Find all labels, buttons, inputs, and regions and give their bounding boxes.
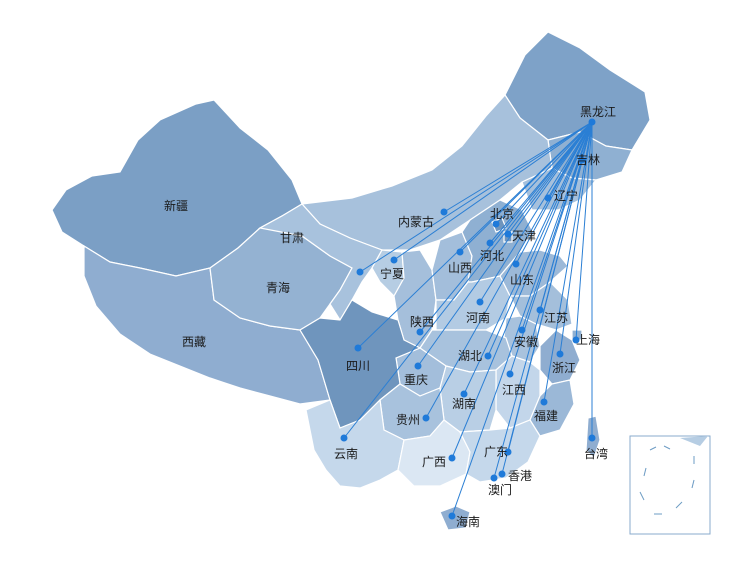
label-xizang: 西藏 [182,335,206,349]
label-origin: 黑龙江 [580,105,616,119]
flow-line-shaanxi [419,121,593,333]
marker-jiangsu[interactable] [536,306,544,314]
marker-shanxi[interactable] [456,248,464,256]
flow-line-hubei [487,121,593,357]
marker-origin[interactable] [588,118,596,126]
marker-tianjin[interactable] [504,230,512,238]
label-jiangxi: 江西 [502,383,526,397]
marker-hebei[interactable] [486,239,494,247]
label-shanghai: 上海 [576,332,600,347]
marker-taiwan[interactable] [588,434,596,442]
label-xinjiang: 新疆 [164,198,188,213]
label-anhui: 安徽 [514,334,538,349]
marker-henan[interactable] [476,298,484,306]
label-shandong: 山东 [510,273,534,287]
marker-sichuan[interactable] [354,344,362,352]
marker-shaanxi[interactable] [416,328,424,336]
label-ningxia: 宁夏 [380,266,404,281]
flow-line-fujian [543,121,593,403]
marker-guangdong[interactable] [504,448,512,456]
label-yunnan: 云南 [334,446,358,461]
label-xianggang: 香港 [508,469,532,483]
flow-line-shandong [515,121,593,265]
flow-line-yunnan [343,121,593,439]
label-jilin: 吉林 [576,153,600,167]
marker-shanghai[interactable] [572,336,580,344]
marker-gansu[interactable] [356,268,364,276]
label-hebei: 河北 [480,249,504,263]
flow-line-beijing [495,121,593,225]
label-qinghai: 青海 [266,280,290,295]
province-fujian[interactable] [529,379,575,437]
label-aomen: 澳门 [488,482,512,497]
flow-line-guizhou [425,121,593,419]
marker-jilin[interactable] [578,156,586,164]
label-shaanxi: 陕西 [410,314,434,329]
marker-hubei[interactable] [484,352,492,360]
marker-aomen[interactable] [490,474,498,482]
marker-xianggang[interactable] [498,470,506,478]
marker-guangxi[interactable] [448,454,456,462]
label-fujian: 福建 [534,408,558,423]
marker-neimenggu[interactable] [440,208,448,216]
label-chongqing: 重庆 [404,373,428,387]
flow-line-neimenggu [443,121,593,213]
flow-line-henan [479,121,593,303]
label-henan: 河南 [466,310,490,325]
label-hubei: 湖北 [458,348,482,363]
marker-ningxia[interactable] [390,256,398,264]
flow-line-ningxia [393,121,593,261]
flow-line-aomen [493,121,593,479]
label-zhejiang: 浙江 [552,361,576,375]
marker-liaoning[interactable] [544,194,552,202]
label-shanxi: 山西 [448,261,472,275]
label-hainan: 海南 [456,514,480,529]
flow-line-sichuan [357,121,593,349]
label-tianjin: 天津 [512,229,536,243]
marker-hainan[interactable] [448,512,456,520]
label-neimenggu: 内蒙古 [398,214,434,229]
flow-line-tianjin [507,121,593,235]
marker-shandong[interactable] [512,260,520,268]
province-gansu[interactable] [258,203,383,322]
marker-fujian[interactable] [540,398,548,406]
marker-yunnan[interactable] [340,434,348,442]
label-guangdong: 广东 [484,445,508,459]
flow-line-hainan [451,121,593,517]
flow-lines [343,121,593,517]
flow-line-shanghai [575,121,593,341]
marker-guizhou[interactable] [422,414,430,422]
destination-markers [340,118,596,520]
label-hunan: 湖南 [452,396,476,411]
flow-line-xianggang [501,121,593,475]
marker-chongqing[interactable] [414,362,422,370]
province-hainan[interactable] [439,505,471,531]
label-beijing: 北京 [490,207,514,221]
flow-line-gansu [359,121,593,273]
marker-jiangxi[interactable] [506,370,514,378]
marker-beijing[interactable] [492,220,500,228]
label-gansu: 甘肃 [280,231,304,245]
label-sichuan: 四川 [346,359,370,373]
flow-line-zhejiang [559,121,593,355]
marker-zhejiang[interactable] [556,350,564,358]
label-guangxi: 广西 [422,455,446,469]
province-guangdong[interactable] [459,419,541,483]
label-guizhou: 贵州 [396,413,420,427]
flow-line-chongqing [417,121,593,367]
marker-anhui[interactable] [518,326,526,334]
flow-line-guangxi [451,121,593,459]
label-jiangsu: 江苏 [544,311,568,325]
south-china-sea-inset [629,435,711,535]
marker-hunan[interactable] [460,390,468,398]
label-liaoning: 辽宁 [554,188,578,203]
flow-line-hunan [463,121,593,395]
label-taiwan: 台湾 [584,446,608,461]
